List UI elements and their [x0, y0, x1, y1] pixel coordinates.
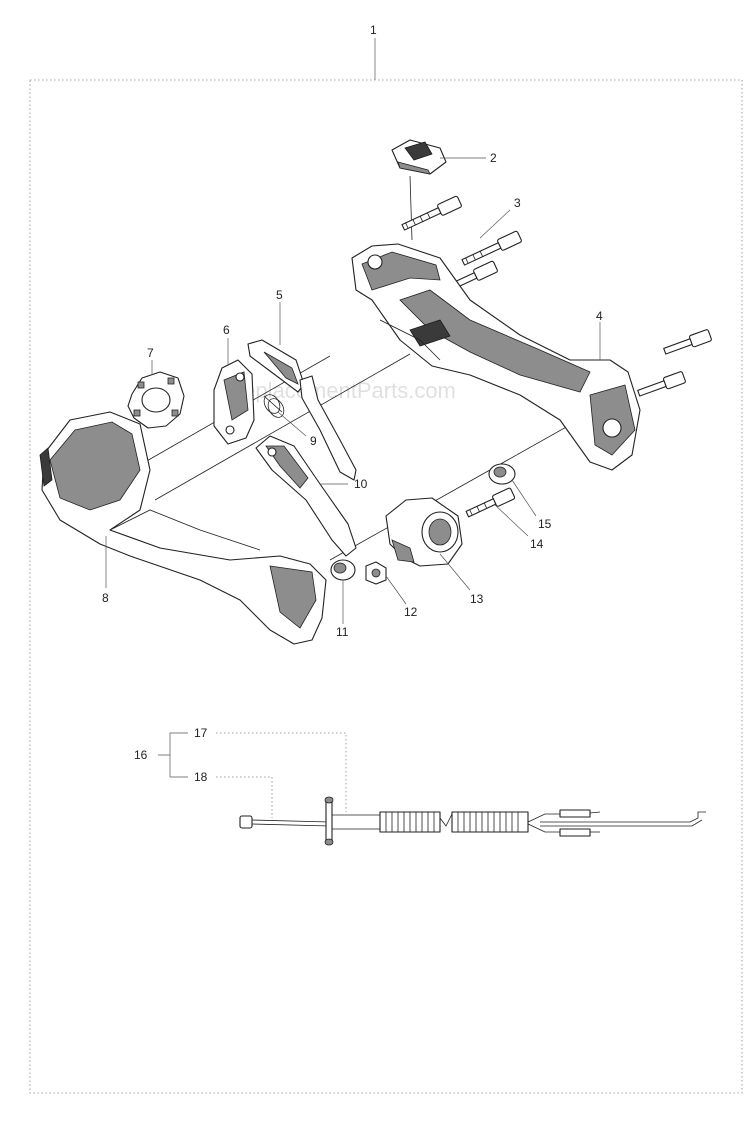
assembly-frame — [29, 79, 743, 1094]
callout-10: 10 — [354, 477, 368, 491]
part-16-throttle-cable — [239, 796, 706, 846]
callout-17: 17 — [194, 726, 208, 740]
callout-5: 5 — [276, 288, 283, 302]
callout-18: 18 — [194, 770, 208, 784]
part-7-gear-ring — [127, 371, 185, 429]
callout-16: 16 — [134, 748, 148, 762]
callout-1: 1 — [370, 23, 377, 37]
part-11-bushing — [330, 559, 356, 581]
part-8-lower-handle — [39, 411, 327, 645]
callout-4: 4 — [596, 309, 603, 323]
part-5-lever — [247, 339, 357, 481]
callout-8: 8 — [102, 591, 109, 605]
cable-coil-right — [457, 812, 519, 832]
part-2-switch — [391, 139, 447, 175]
callout-3: 3 — [514, 196, 521, 210]
part-10-throttle-trigger — [255, 435, 357, 557]
callout-14: 14 — [530, 537, 544, 551]
callout-6: 6 — [223, 323, 230, 337]
part-4-screws — [637, 329, 712, 397]
part-12-nut — [365, 561, 387, 585]
callout-7: 7 — [147, 346, 154, 360]
cable-coil-left — [385, 812, 435, 832]
part-9-spring — [263, 394, 285, 418]
part-4-handle-housing — [351, 243, 641, 471]
callout-13: 13 — [470, 592, 484, 606]
callout-11: 11 — [336, 625, 349, 639]
part-6-bracket — [213, 359, 255, 445]
callout-9: 9 — [310, 434, 317, 448]
part-13-clamp — [385, 497, 463, 567]
callout-15: 15 — [538, 517, 552, 531]
part-15-bushing — [488, 463, 516, 485]
callout-2: 2 — [490, 151, 497, 165]
part-14-bolt — [465, 487, 516, 518]
part-3-screws — [401, 195, 522, 292]
leader-lines — [105, 157, 601, 818]
callout-12: 12 — [404, 605, 418, 619]
